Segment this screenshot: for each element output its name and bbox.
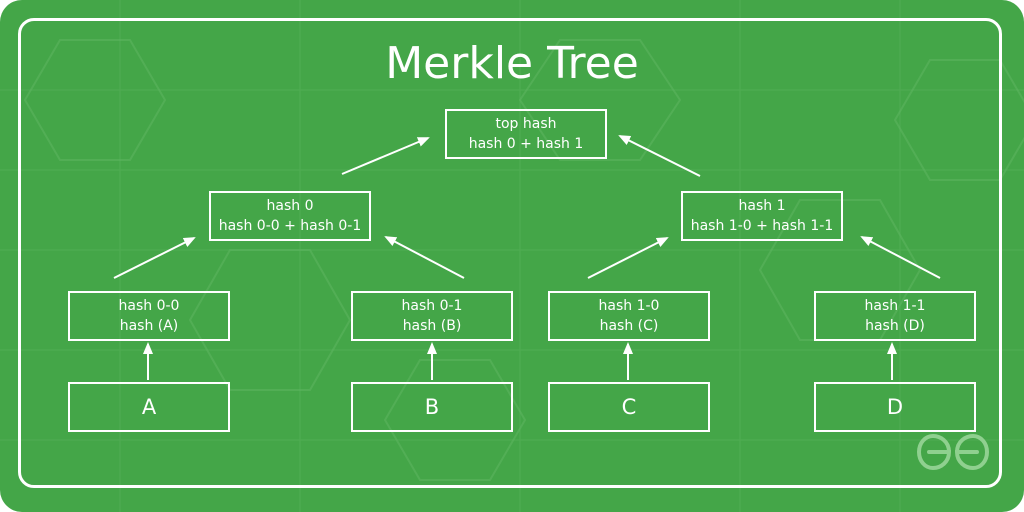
arrow-h00-to-h0	[113, 237, 196, 279]
node-hash-0-formula: hash 0-0 + hash 0-1	[218, 218, 362, 234]
leaf-c: C	[548, 382, 710, 432]
leaf-a: A	[68, 382, 230, 432]
inner-border	[18, 18, 1002, 488]
node-hash-1-1-formula: hash (D)	[865, 318, 925, 334]
node-hash-0-1-formula: hash (B)	[402, 318, 462, 334]
node-hash-1-0-formula: hash (C)	[599, 318, 659, 334]
leaf-b: B	[351, 382, 513, 432]
leaf-d: D	[814, 382, 976, 432]
node-hash-1: hash 1 hash 1-0 + hash 1-1	[681, 191, 843, 241]
node-hash-1-1-label: hash 1-1	[864, 298, 926, 314]
arrow-h1-to-top	[618, 135, 701, 177]
diagram-title: Merkle Tree	[385, 38, 639, 89]
node-top-hash-formula: hash 0 + hash 1	[468, 136, 584, 152]
node-hash-0-0-label: hash 0-0	[118, 298, 180, 314]
node-hash-1-1: hash 1-1 hash (D)	[814, 291, 976, 341]
node-hash-1-formula: hash 1-0 + hash 1-1	[690, 218, 834, 234]
node-hash-0: hash 0 hash 0-0 + hash 0-1	[209, 191, 371, 241]
node-hash-0-1: hash 0-1 hash (B)	[351, 291, 513, 341]
arrow-h10-to-h1	[587, 237, 669, 279]
node-hash-0-label: hash 0	[266, 198, 314, 214]
node-top-hash: top hash hash 0 + hash 1	[445, 109, 607, 159]
arrow-h0-to-top	[341, 137, 430, 175]
node-top-hash-label: top hash	[495, 116, 557, 132]
node-hash-1-label: hash 1	[738, 198, 786, 214]
node-hash-0-0: hash 0-0 hash (A)	[68, 291, 230, 341]
node-hash-0-0-formula: hash (A)	[119, 318, 179, 334]
arrow-h11-to-h1	[860, 236, 941, 279]
arrow-h01-to-h0	[384, 236, 465, 279]
gfg-logo-icon	[916, 433, 990, 471]
node-hash-0-1-label: hash 0-1	[401, 298, 463, 314]
node-hash-1-0: hash 1-0 hash (C)	[548, 291, 710, 341]
node-hash-1-0-label: hash 1-0	[598, 298, 660, 314]
